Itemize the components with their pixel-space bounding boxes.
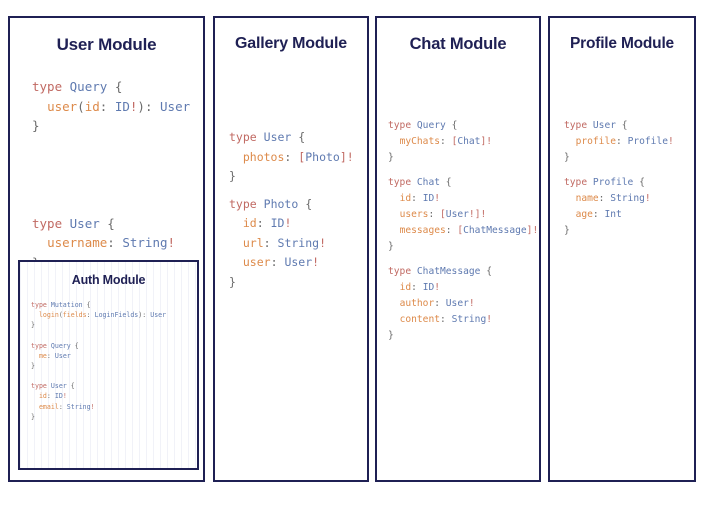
module-title-chat: Chat Module — [409, 35, 507, 53]
module-card-user: User Module type Query { user(id: ID!): … — [8, 16, 205, 482]
module-code-chat: type Query { myChats: [Chat]! } type Cha… — [388, 120, 539, 342]
module-title-gallery: Gallery Module — [235, 35, 347, 52]
module-card-gallery: Gallery Module type User { photos: [Phot… — [213, 16, 369, 482]
module-title-auth: Auth Module — [71, 273, 146, 287]
module-title-user: User Module — [56, 35, 157, 54]
module-code-auth: type Mutation { login(fields: LoginField… — [31, 301, 167, 421]
module-code-profile: type User { profile: Profile! } type Pro… — [564, 120, 674, 237]
module-code-user: type Query { user(id: ID!): User } type … — [32, 79, 191, 270]
module-title-profile: Profile Module — [570, 35, 674, 52]
module-card-profile: Profile Module type User { profile: Prof… — [548, 16, 696, 482]
module-card-chat: Chat Module type Query { myChats: [Chat]… — [375, 16, 541, 482]
module-card-auth: Auth Module type Mutation { login(fields… — [18, 260, 199, 470]
module-code-gallery: type User { photos: [Photo]! } type Phot… — [229, 130, 354, 289]
